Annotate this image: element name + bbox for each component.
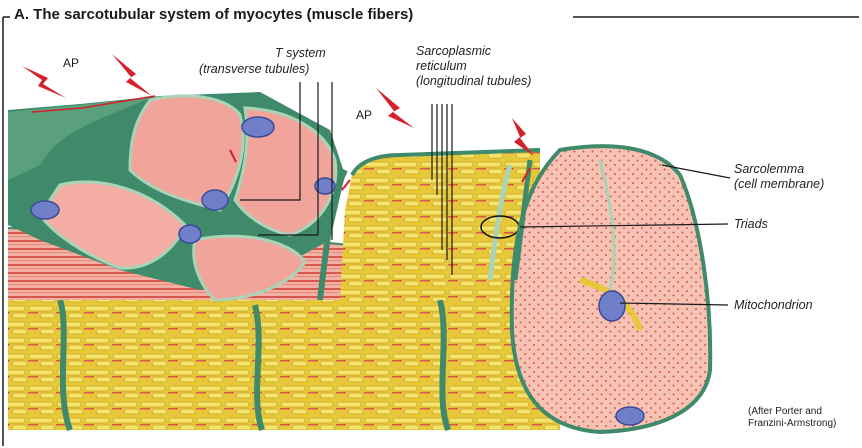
sarcolemma-label: Sarcolemma (cell membrane) <box>734 162 824 192</box>
credit-line2: Franzini-Armstrong) <box>748 418 836 430</box>
figure-credit: (After Porter and Franzini-Armstrong) <box>748 406 836 430</box>
ap-label-center: AP <box>356 108 372 122</box>
sr-label: Sarcoplasmic reticulum (longitudinal tub… <box>416 44 531 89</box>
t-system-label: T system <box>275 46 326 61</box>
ap-label-left: AP <box>63 56 79 70</box>
triads-label: Triads <box>734 217 768 232</box>
sr-label-line3: (longitudinal tubules) <box>416 74 531 89</box>
mitochondrion-label: Mitochondrion <box>734 298 813 313</box>
t-system-sublabel: (transverse tubules) <box>199 62 309 77</box>
credit-line1: (After Porter and <box>748 406 836 418</box>
sarcolemma-label-line2: (cell membrane) <box>734 177 824 192</box>
t-system-label-line1: T system <box>275 46 326 61</box>
right-fiber-cross-section <box>512 146 710 432</box>
sr-label-line1: Sarcoplasmic <box>416 44 531 59</box>
figure-title: A. The sarcotubular system of myocytes (… <box>10 6 417 23</box>
center-fiber-reticulum <box>320 150 540 300</box>
sarcolemma-label-line1: Sarcolemma <box>734 162 824 177</box>
sr-label-line2: reticulum <box>416 59 531 74</box>
